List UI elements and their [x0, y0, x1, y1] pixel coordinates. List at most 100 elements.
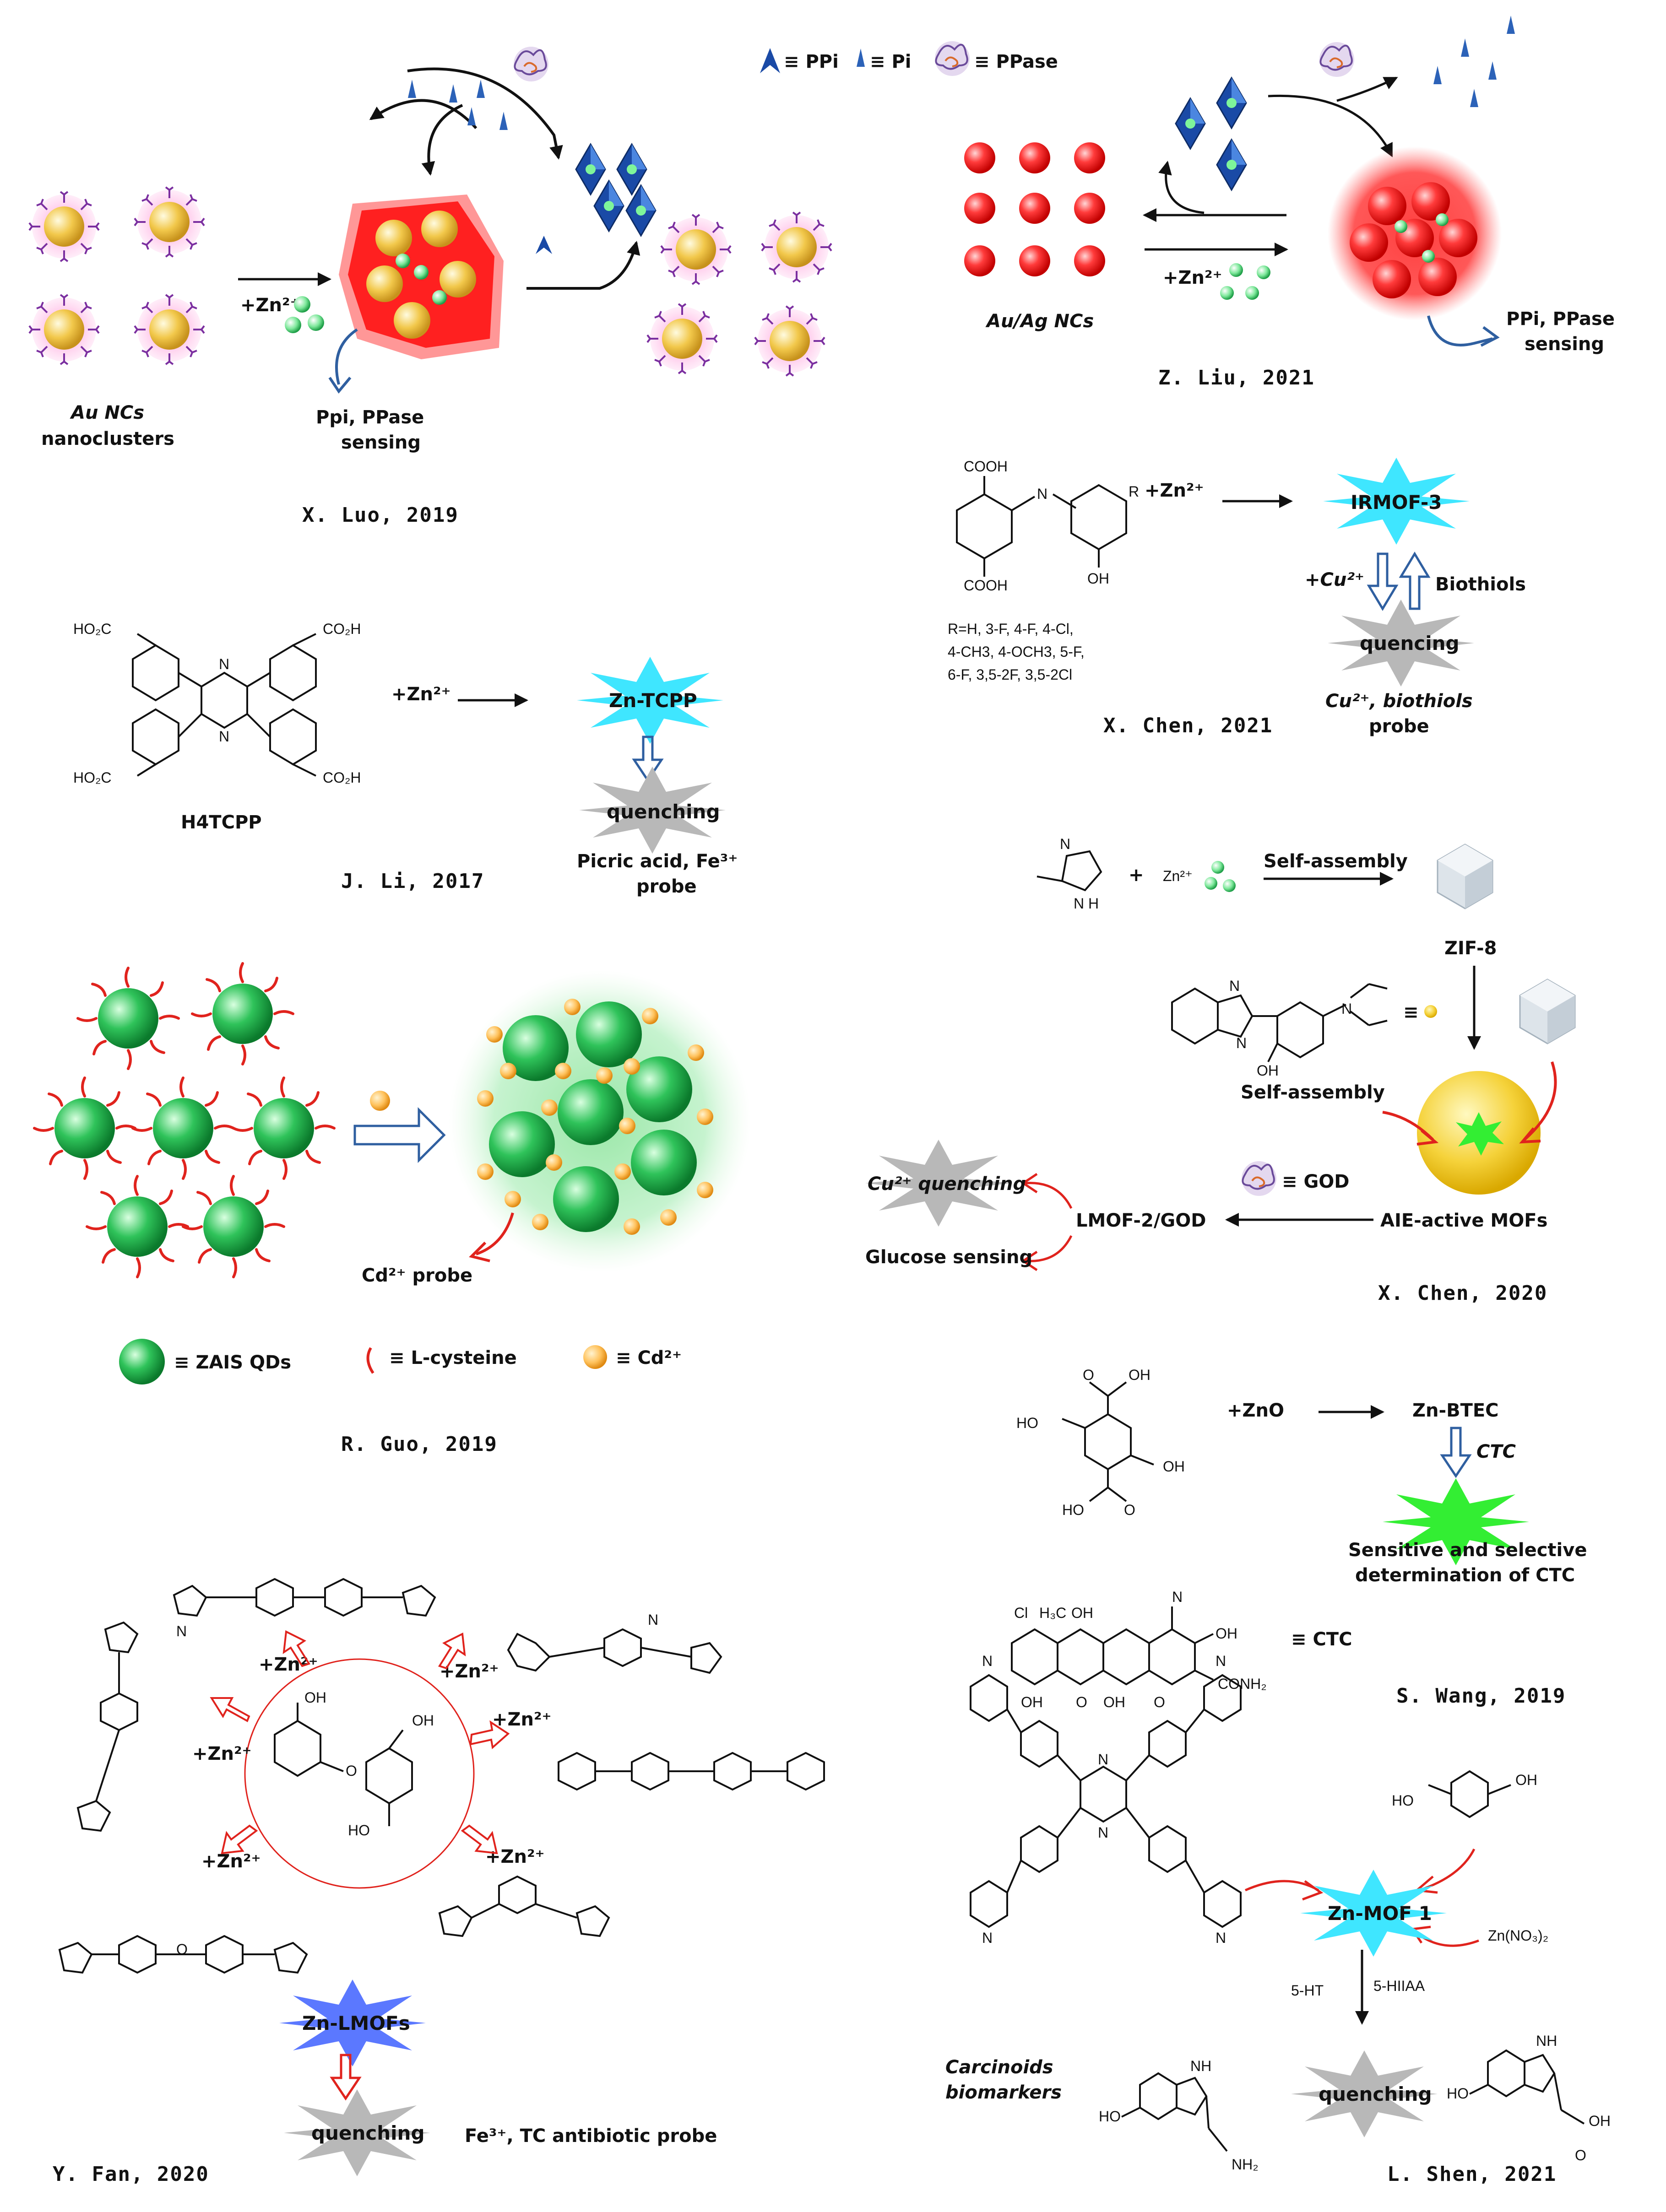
au-nc-particle — [754, 305, 825, 377]
btec-oh: OH — [1129, 1367, 1150, 1383]
zais-qd — [87, 1176, 188, 1277]
luo-sensing-1: Ppi, PPase — [316, 407, 424, 428]
carcinoids-2: biomarkers — [945, 2082, 1062, 2103]
panel-liu-2021: Au/Ag NCs +Zn²⁺ — [964, 16, 1615, 389]
cooh-top: COOH — [964, 458, 1008, 475]
cu-label: +Cu²⁺ — [1305, 569, 1364, 590]
au-ag-nc-grid — [964, 142, 1105, 276]
2-methylimidazole-structure — [1037, 850, 1102, 892]
chen2021-quench: quencing — [1360, 632, 1460, 654]
zn-label: Zn²⁺ — [1163, 868, 1193, 884]
schiff-base-structure — [956, 476, 1127, 577]
cooh-bottom: COOH — [964, 577, 1008, 594]
chen2020-citation: X. Chen, 2020 — [1378, 1282, 1547, 1305]
ligand-equiv: ≡ — [1403, 1002, 1419, 1023]
top-legend: ≡ PPi ≡ Pi ≡ PPase — [760, 40, 1058, 77]
ctc-o: O — [1154, 1694, 1165, 1710]
pi-legend-label: ≡ Pi — [870, 51, 911, 72]
ctc-oh: OH — [1071, 1605, 1093, 1621]
oxy-isophthalic-structure — [274, 1703, 413, 1826]
liu-sensing-2: sensing — [1525, 334, 1604, 355]
chen2021-reagent: +Zn²⁺ — [1145, 480, 1204, 501]
tppp-structure — [970, 1674, 1242, 1928]
panel-guo-2019: Cd²⁺ probe ≡ ZAIS QDs ≡ L-cysteine ≡ Cd²… — [34, 963, 751, 1456]
li-citation: J. Li, 2017 — [341, 870, 484, 893]
wang-citation: S. Wang, 2019 — [1396, 1684, 1566, 1708]
au-nc-particle — [28, 294, 100, 365]
liu-sensing-1: PPi, PPase — [1506, 308, 1615, 330]
guo-probe: Cd²⁺ probe — [362, 1265, 472, 1286]
shen-n: N — [1098, 1751, 1108, 1768]
zais-qd — [133, 1078, 233, 1179]
glucose-label: Glucose sensing — [865, 1247, 1032, 1268]
liu-aggregate — [1328, 146, 1502, 320]
panel-chen-2021: COOH COOH N R OH +Zn²⁺ IRMOF-3 +Cu²⁺ Bio… — [948, 458, 1526, 737]
luo-aggregate — [339, 195, 504, 359]
zn-mof1-label: Zn-MOF 1 — [1328, 1902, 1432, 1925]
liu-label: Au/Ag NCs — [985, 311, 1094, 332]
btec-structure — [1062, 1381, 1154, 1502]
fan-zn: +Zn²⁺ — [485, 1846, 545, 1867]
benzimidazole-nh: N — [1229, 978, 1240, 994]
amine-n: N — [1341, 1001, 1352, 1017]
li-probe-1: Picric acid, Fe³⁺ — [577, 851, 738, 872]
plus-sign: + — [1129, 865, 1144, 886]
fan-zn: +Zn²⁺ — [492, 1709, 552, 1730]
li-quench: quenching — [607, 800, 720, 823]
pi-icon — [449, 84, 457, 103]
ppi-icon — [536, 236, 552, 254]
zn-lmofs-label: Zn-LMOFs — [302, 2012, 410, 2034]
fan-zn: +Zn²⁺ — [201, 1851, 261, 1872]
zais-qd — [192, 963, 293, 1064]
zais-qd — [78, 968, 179, 1069]
bdc-structure — [1428, 1770, 1511, 1818]
serotonin-ho: HO — [1099, 2108, 1121, 2125]
ppi-icon — [593, 180, 624, 232]
chen2021-probe-2: probe — [1369, 716, 1429, 737]
fan-ho: HO — [348, 1822, 370, 1839]
chen2021-citation: X. Chen, 2021 — [1103, 714, 1273, 737]
cu-quench-label: Cu²⁺ quenching — [868, 1174, 1026, 1195]
panel-fan-2020: OH O OH HO +Zn²⁺ +Zn²⁺ +Zn²⁺ +Zn²⁺ +Zn²⁺… — [53, 1578, 825, 2186]
fan-o: O — [346, 1763, 357, 1779]
au-nc-particle — [134, 294, 205, 365]
imidazole-nh: N H — [1074, 895, 1099, 912]
ctc-oh: OH — [1216, 1625, 1237, 1642]
shen-citation: L. Shen, 2021 — [1387, 2163, 1557, 2186]
zais-qd — [183, 1176, 284, 1277]
ppi-legend-icon — [760, 48, 780, 73]
shen-n: N — [1216, 1653, 1226, 1669]
pi-icon — [1433, 66, 1442, 84]
ppi-icon — [1216, 77, 1247, 129]
ppase-icon — [1319, 41, 1355, 78]
pi-icon — [467, 107, 476, 125]
co2h-tr: CO₂H — [323, 621, 361, 637]
r-group: R — [1129, 483, 1139, 500]
ho2c-tl: HO₂C — [73, 621, 112, 637]
hiaa-nh: NH — [1536, 2033, 1557, 2049]
au-nc-particle — [660, 214, 732, 285]
pyrazine-n: N — [219, 656, 229, 672]
luo-label-1: Au NCs — [70, 402, 144, 423]
ho2c-bl: HO₂C — [73, 769, 112, 786]
hiaa-o: O — [1575, 2147, 1586, 2163]
ctc-label: CTC — [1476, 1441, 1516, 1462]
chen2021-probe-1: Cu²⁺, biothiols — [1325, 691, 1473, 712]
li-reagent: +Zn²⁺ — [391, 684, 451, 705]
carcinoids-1: Carcinoids — [945, 2057, 1053, 2078]
r-list-2: 4-CH3, 4-OCH3, 5-F, — [948, 644, 1085, 660]
ppi-icon — [1216, 139, 1247, 191]
legend-cd-icon — [583, 1345, 607, 1369]
imine-n: N — [1037, 486, 1047, 502]
au-nc-particle — [134, 186, 205, 258]
ppi-icon — [1175, 97, 1206, 150]
aie-ligand-structure — [1171, 983, 1388, 1062]
panel-chen-2020: N N H + Zn²⁺ Self-assembly ZIF-8 N N N O… — [865, 836, 1576, 1305]
god-enzyme-icon — [1241, 1160, 1277, 1197]
zais-qd — [34, 1078, 135, 1179]
shen-n: N — [982, 1930, 993, 1946]
ppi-icon — [575, 143, 606, 195]
ligand-oh: OH — [1257, 1062, 1279, 1079]
fan-n: N — [648, 1612, 658, 1628]
